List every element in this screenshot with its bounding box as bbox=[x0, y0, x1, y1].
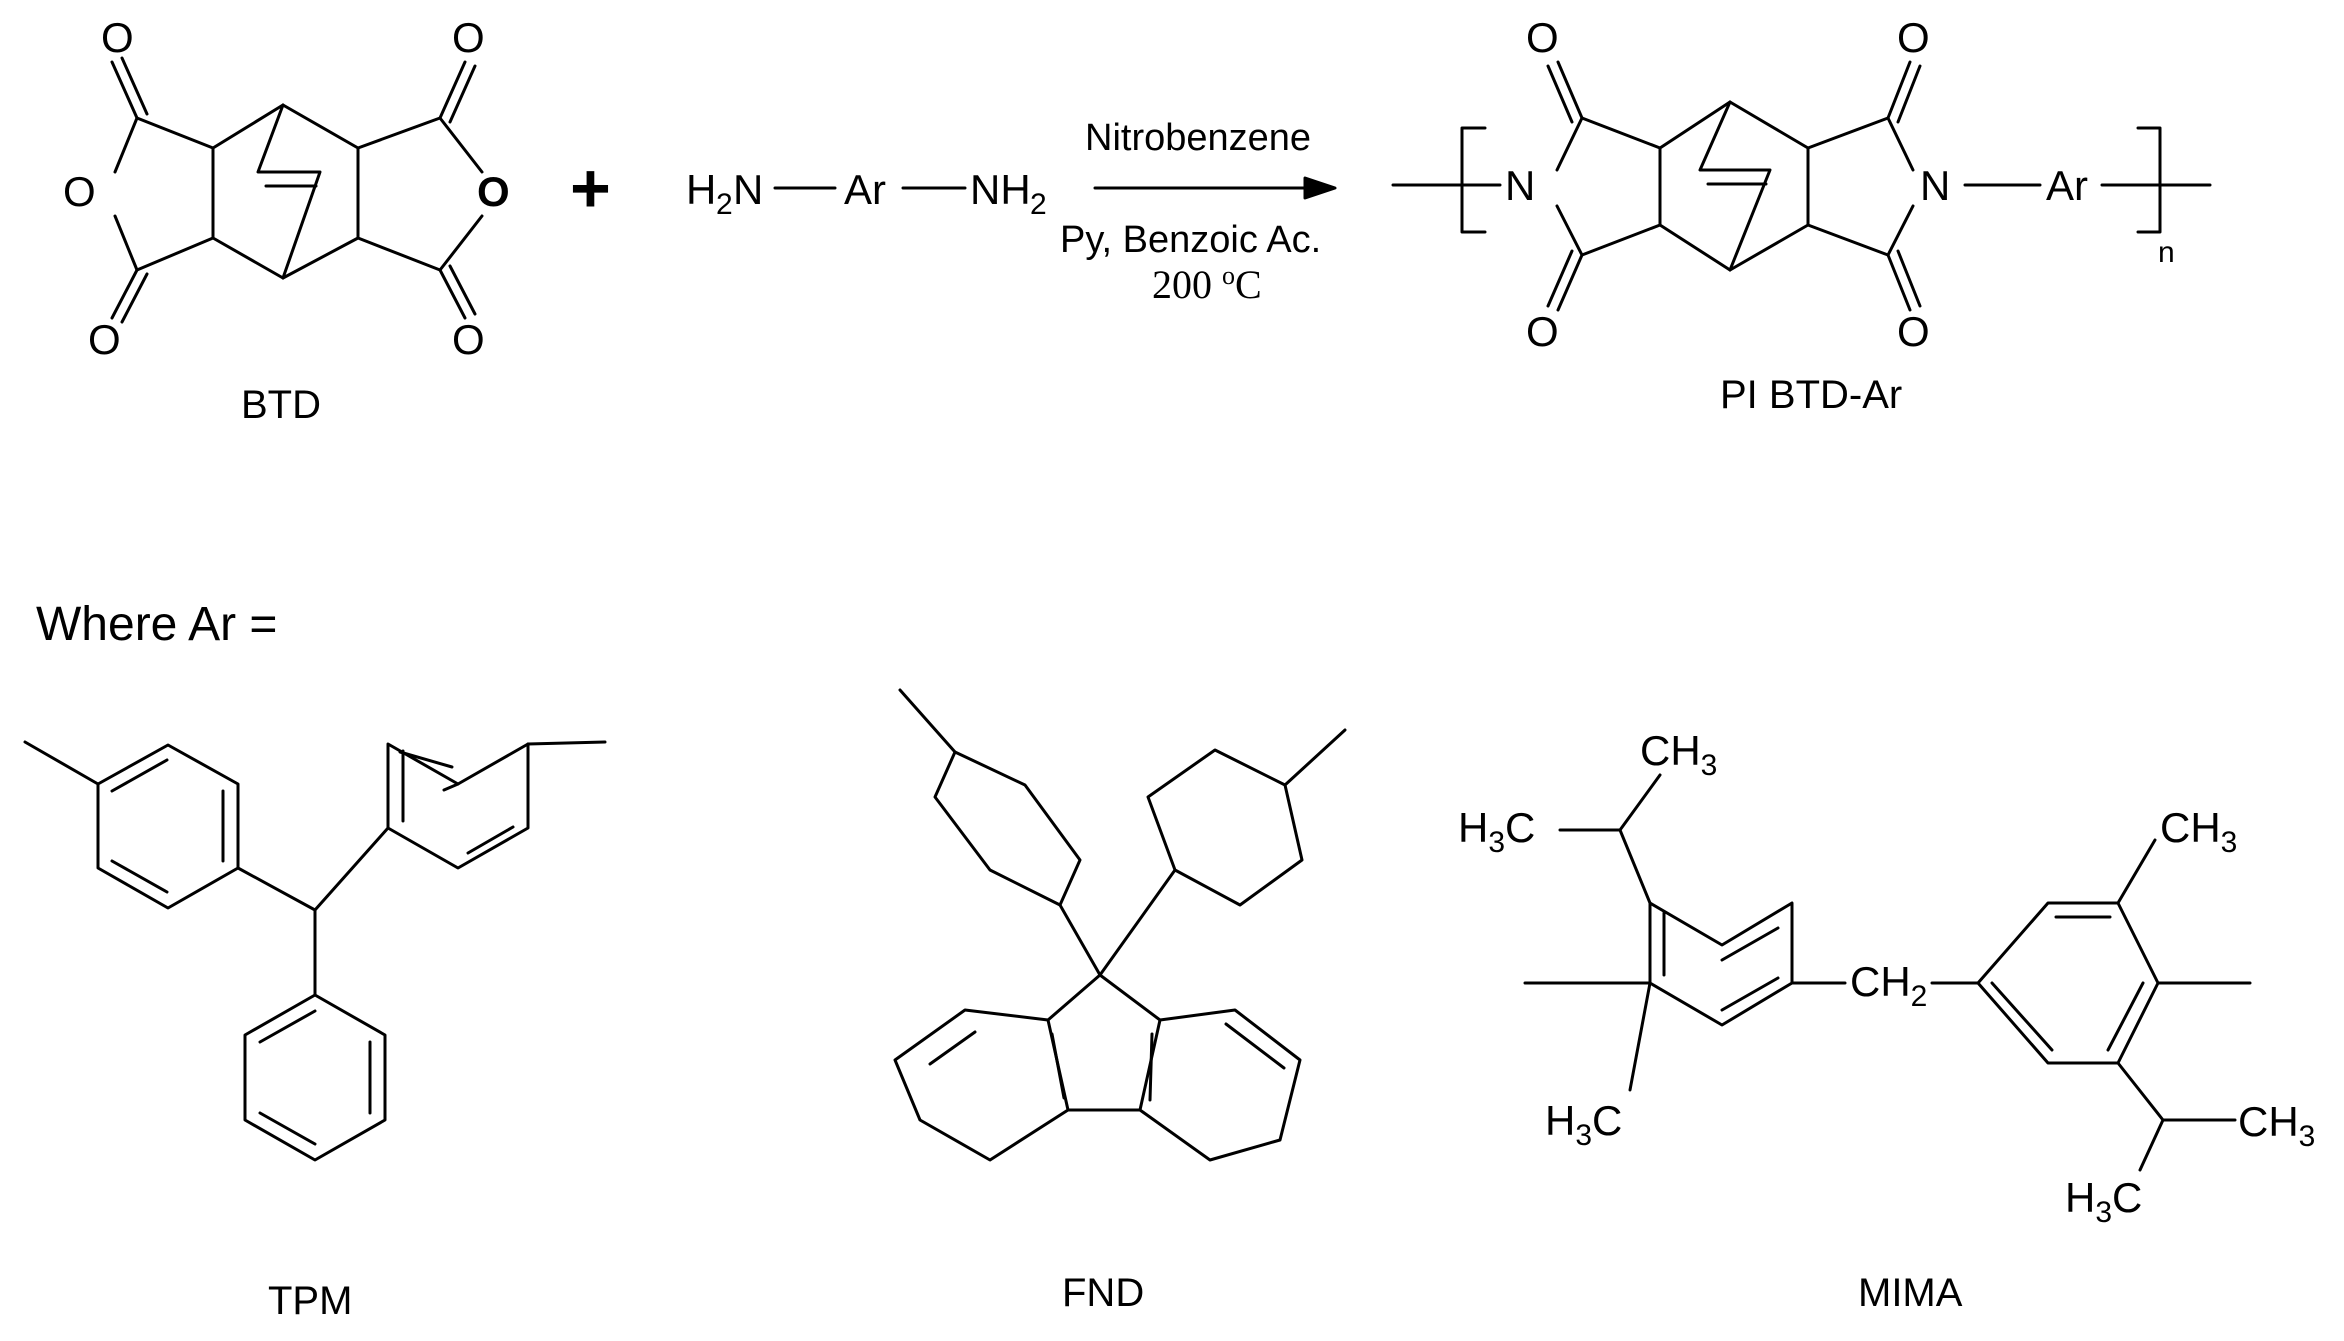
product-label: PI BTD-Ar bbox=[1720, 373, 1902, 417]
btd-o-top-left: O bbox=[101, 14, 134, 61]
mima-h3c-top-left: H3C bbox=[1458, 804, 1535, 859]
diamine-nh: NH bbox=[970, 166, 1031, 213]
btd-o-bottom-right: O bbox=[452, 316, 485, 363]
reaction-arrow bbox=[1093, 176, 1337, 200]
tpm-label: TPM bbox=[268, 1279, 352, 1323]
diamine-nh-sub: 2 bbox=[1030, 188, 1047, 221]
pi-o-bottom-left: O bbox=[1526, 308, 1559, 355]
diamine: H 2 N Ar NH 2 bbox=[686, 166, 1047, 221]
mima-label: MIMA bbox=[1858, 1271, 1963, 1315]
mima-h3c-bottom: H3C bbox=[2065, 1174, 2142, 1229]
diamine-ar: Ar bbox=[844, 166, 886, 213]
mima-h3c-bottom-left: H3C bbox=[1545, 1097, 1622, 1152]
where-ar-text: Where Ar = bbox=[36, 598, 277, 651]
mima-ch3-top-right: CH3 bbox=[2160, 804, 2237, 859]
pi-o-bottom-right: O bbox=[1897, 308, 1930, 355]
repeat-subscript: n bbox=[2158, 236, 2175, 269]
diamine-h: H bbox=[686, 166, 716, 213]
pi-n-left: N bbox=[1505, 162, 1535, 209]
plus-sign: + bbox=[570, 149, 611, 227]
condition-reagents: Py, Benzoic Ac. bbox=[1060, 219, 1321, 261]
fnd-label: FND bbox=[1062, 1271, 1144, 1315]
pi-ar: Ar bbox=[2046, 162, 2088, 209]
btd-o-top-right: O bbox=[452, 14, 485, 61]
btd-label: BTD bbox=[241, 383, 321, 427]
mima-ch3-right: CH3 bbox=[2238, 1098, 2315, 1153]
btd-o-ring-right: O bbox=[477, 168, 510, 215]
mima-ch3-top: CH3 bbox=[1640, 727, 1717, 782]
diamine-n-left: N bbox=[733, 166, 763, 213]
btd-structure bbox=[110, 56, 484, 324]
condition-temperature: 200 oC bbox=[1152, 261, 1262, 307]
pi-o-top-left: O bbox=[1526, 14, 1559, 61]
tpm-structure bbox=[23, 740, 607, 1162]
pi-n-right: N bbox=[1920, 162, 1950, 209]
polyimide-structure bbox=[1391, 60, 2212, 312]
pi-o-top-right: O bbox=[1897, 14, 1930, 61]
fnd-structure bbox=[893, 688, 1347, 1162]
btd-o-ring-left: O bbox=[63, 168, 96, 215]
mima-ch2: CH2 bbox=[1850, 958, 1927, 1013]
mima-structure bbox=[1523, 773, 2252, 1172]
condition-solvent: Nitrobenzene bbox=[1085, 117, 1311, 159]
diamine-h-sub: 2 bbox=[716, 188, 733, 221]
btd-o-bottom-left: O bbox=[88, 316, 121, 363]
